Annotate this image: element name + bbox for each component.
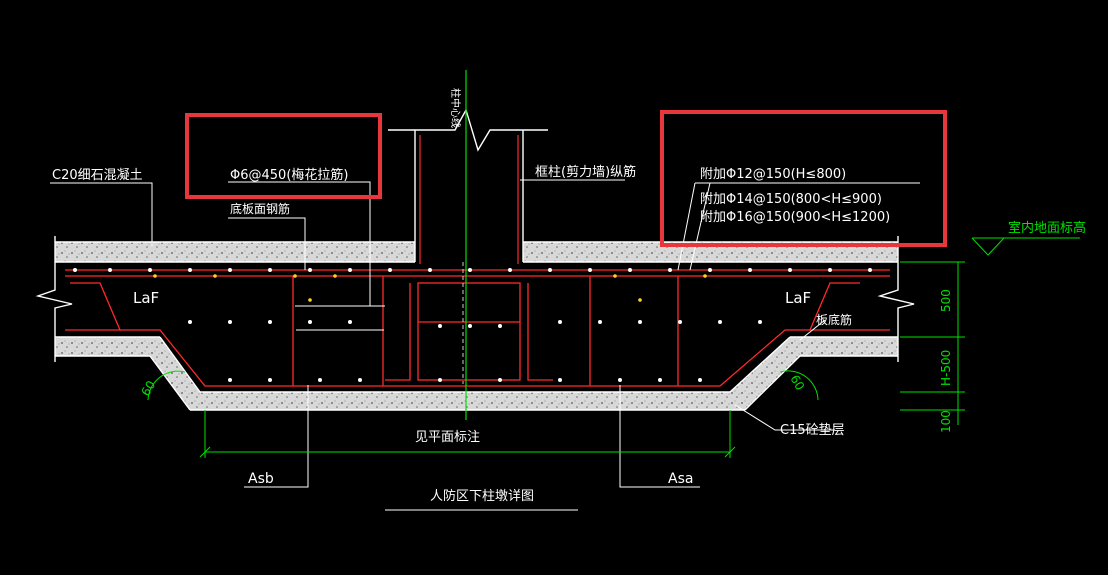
dim-100: 100: [939, 410, 953, 433]
label-top-rebar: 底板面钢筋: [230, 201, 290, 216]
dim-h-500: H-500: [939, 350, 953, 386]
label-concrete-fill: C20细石混凝土: [52, 167, 143, 183]
label-additional-bar-1: 附加Φ12@150(H≤800): [700, 167, 846, 182]
highlight-box-tie-bar[interactable]: [185, 113, 382, 199]
label-additional-bar-2: 附加Φ14@150(800<H≤900): [700, 192, 882, 207]
label-angle-left: 60: [138, 378, 158, 398]
dimension-lines: [147, 261, 965, 458]
green-annotations: 室内地面标高 60 60 500 H-500 100: [138, 220, 1086, 433]
label-tie-bar: Φ6@450(梅花拉筋): [230, 167, 348, 183]
label-width-note: 见平面标注: [415, 430, 480, 445]
structure-outline: [35, 108, 915, 411]
label-asb: Asb: [248, 471, 274, 487]
label-floor-level: 室内地面标高: [1008, 220, 1086, 236]
leader-lines: [50, 179, 1080, 511]
rebar-lines: [65, 269, 890, 387]
label-bottom-rebar: 板底筋: [816, 312, 852, 327]
bottom-cushion-layer: [55, 337, 898, 410]
top-topping-left: [55, 242, 415, 262]
label-cushion: C15砼垫层: [780, 422, 845, 438]
label-angle-right: 60: [787, 373, 807, 393]
label-laf-right: LaF: [785, 289, 811, 307]
drawing-title: 人防区下柱墩详图: [430, 488, 534, 504]
label-laf-left: LaF: [133, 289, 159, 307]
label-asa: Asa: [668, 471, 693, 487]
highlight-box-additional-bars[interactable]: [660, 110, 947, 247]
rebar-dots: [73, 268, 872, 382]
label-column-rebar: 框柱(剪力墙)纵筋: [535, 164, 636, 180]
dim-500: 500: [939, 289, 953, 312]
label-additional-bar-3: 附加Φ16@150(900<H≤1200): [700, 210, 890, 225]
annotations: C20细石混凝土 Φ6@450(梅花拉筋) 底板面钢筋 框柱(剪力墙)纵筋 附加…: [52, 164, 890, 504]
rebar-dots-yellow: [153, 274, 707, 302]
column-axis-label: 柱中心线: [449, 88, 462, 128]
